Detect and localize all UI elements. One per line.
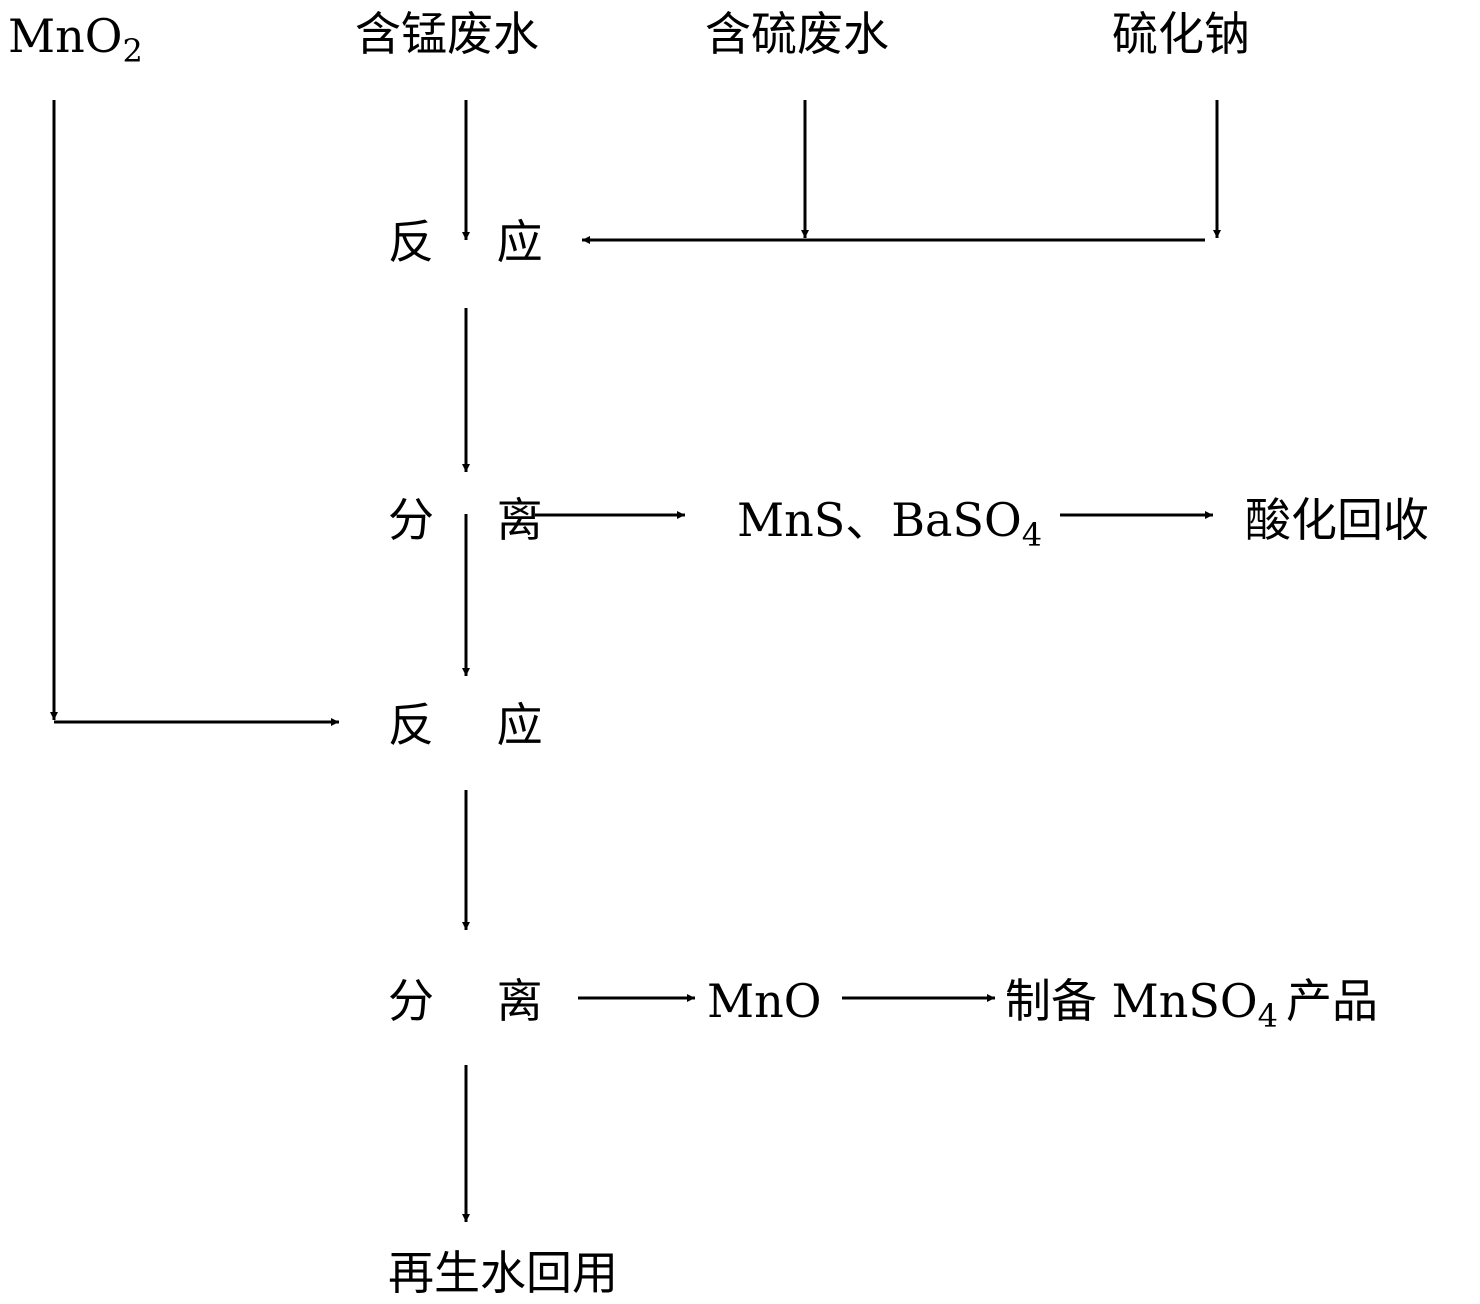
mno2-node: MnO2: [8, 9, 143, 70]
mns-baso4-node: MnS、BaSO4: [737, 493, 1042, 554]
sodium-sulfide-node: 硫化钠: [1112, 7, 1250, 61]
separation-1-node: 分 离: [388, 493, 567, 547]
reaction-2-node: 反 应: [388, 698, 567, 752]
reaction-1-node: 反 应: [388, 215, 567, 269]
recycled-water-node: 再生水回用: [388, 1246, 618, 1300]
s-wastewater-node: 含硫废水: [705, 7, 889, 61]
mno-node: MnO: [707, 974, 821, 1028]
mn-wastewater-node: 含锰废水: [355, 7, 539, 61]
acid-recovery-node: 酸化回收: [1245, 493, 1429, 547]
separation-2-node: 分 离: [388, 974, 567, 1028]
